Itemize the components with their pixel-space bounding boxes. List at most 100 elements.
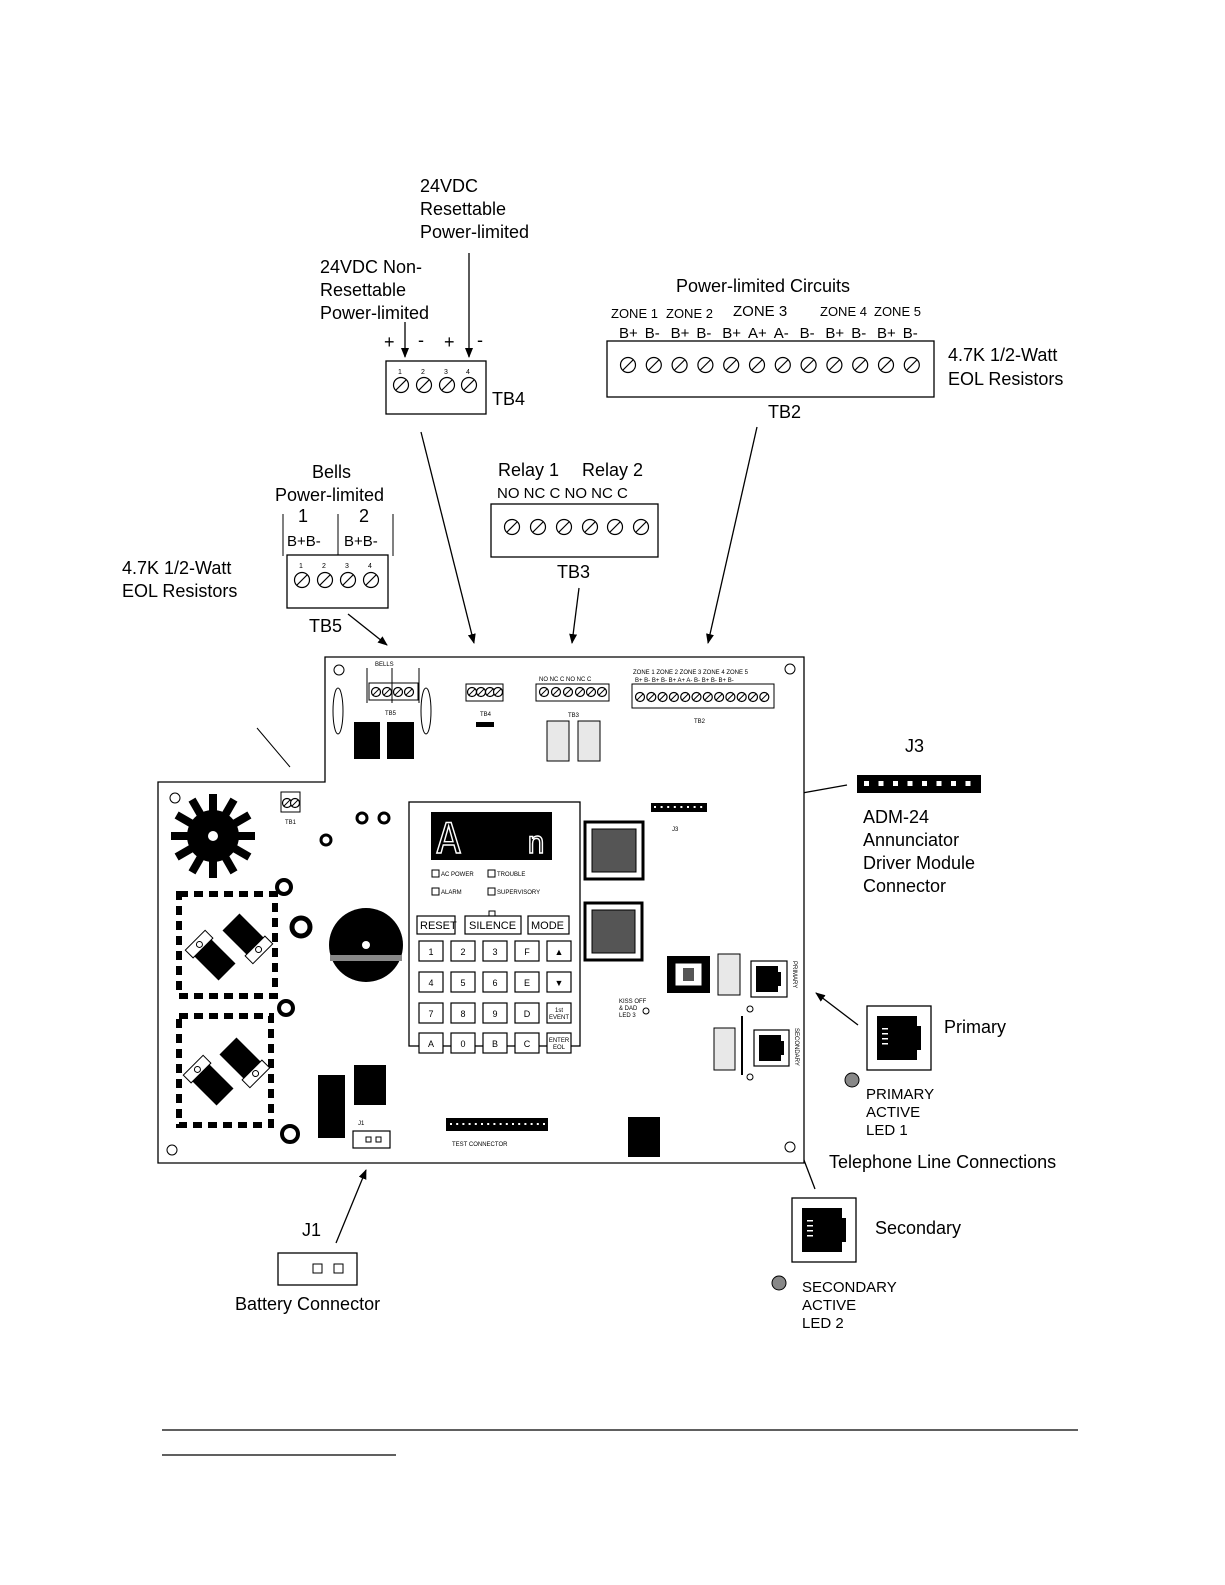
tb4-screw-3[interactable] [438,376,456,394]
tb3-pointer-arrow [569,587,580,644]
board-j3-pin [700,806,703,808]
test-connector[interactable] [446,1118,548,1131]
eol-right-line1: 4.7K 1/2-Watt [948,345,1057,365]
tb3-screw-6[interactable] [632,518,650,536]
tb2-screw[interactable] [748,356,766,374]
tb2-screw[interactable] [877,356,895,374]
tb4-num-3: 3 [444,369,448,376]
tb2-terminal-label: B- [903,325,918,342]
keypad-key[interactable]: C [514,1032,540,1054]
heatsink-fin [209,794,217,814]
primary-pointer-arrow [815,992,859,1026]
tb2-screw[interactable] [800,356,817,374]
j3-callout: J3 ADM-24 Annunciator Driver Module Conn… [723,736,981,896]
keypad-key-label: ▲ [555,947,564,957]
nonresettable-label-line2: Resettable [320,280,406,300]
keypad-key[interactable]: 5 [450,971,476,993]
board-kissoff-led [642,1007,650,1015]
display-left-char: A [436,814,461,863]
board-tb2-screw [747,691,759,703]
board-primary-label: PRIMARY [791,961,797,988]
tb2-screw[interactable] [645,356,662,374]
tb4-screw-1[interactable] [392,376,410,394]
tb2-screw[interactable] [723,356,740,374]
tb3-screw-1[interactable] [503,518,521,536]
tb2-screw[interactable] [826,356,843,374]
board-j3-connector[interactable] [651,803,707,812]
adm-line1: ADM-24 [863,807,929,827]
keypad-key[interactable]: 8 [450,1002,476,1024]
keypad-key-label: B [492,1039,498,1049]
tb5-num-4: 4 [368,563,372,570]
tb2-screw[interactable] [852,356,869,374]
tb2-terminal-label: B+ [619,325,638,342]
eol-left-line1: 4.7K 1/2-Watt [122,558,231,578]
alarm-label: ALARM [441,890,462,896]
tb4-num-1: 1 [398,369,402,376]
j3-pin [864,781,869,786]
board-j1-label: J1 [358,1121,365,1127]
j3-pin [936,781,942,786]
tb3-screw-2[interactable] [529,518,547,536]
keypad-key[interactable]: E [514,971,540,993]
keypad-key[interactable]: ▼ [546,971,572,993]
relay-1-component [546,720,570,762]
tb5-screw-4[interactable] [362,571,380,589]
silence-button[interactable]: SILENCE [464,915,522,935]
j3-pin [965,781,971,786]
tb5-callout: Bells Power-limited 1 2 B+B- B+B- 1 2 3 … [122,462,394,646]
test-pin [493,1123,496,1125]
board-post [275,878,293,896]
board-j3-pin [680,806,683,808]
keypad-key[interactable]: 2 [450,940,476,962]
relay-terminal-labels: NO NC C NO NC C [497,485,628,502]
alarm-led [431,887,440,896]
eol-right-line2: EOL Resistors [948,369,1063,389]
tb3-screw-3[interactable] [555,518,573,536]
tb3-screw-4[interactable] [581,518,599,536]
keypad-key[interactable]: 3 [482,940,508,962]
keypad-key[interactable]: 6 [482,971,508,993]
adm-line2: Annunciator [863,830,959,850]
tb2-screw[interactable] [671,356,688,374]
tb2-screw[interactable] [697,356,714,374]
tb5-screw-3[interactable] [339,571,357,589]
relay-block [354,722,380,759]
tb3-screw-5[interactable] [606,518,624,536]
zone-1-label: ZONE 1 [611,306,658,321]
mode-button[interactable]: MODE [527,915,570,935]
tb2-screw[interactable] [903,356,920,374]
keypad-key[interactable]: 4 [418,971,444,993]
tb4-screw-4[interactable] [460,376,478,394]
mount-hole [169,792,181,804]
keypad-key[interactable]: 7 [418,1002,444,1024]
bells-terms-1: B+B- [287,533,321,550]
keypad-key-label: ENTER [549,1038,570,1044]
j1-pointer-arrow [335,1169,367,1244]
keypad-key[interactable]: A [418,1032,444,1054]
tb4-screw-2[interactable] [415,376,433,394]
tb2-screw[interactable] [619,356,637,374]
bells-terms-2: B+B- [344,533,378,550]
keypad-key[interactable]: B [482,1032,508,1054]
reset-button[interactable]: RESET [416,915,457,935]
adm-line3: Driver Module [863,853,975,873]
keypad-key[interactable]: F [514,940,540,962]
tb5-screw-1[interactable] [293,571,311,589]
keypad-key-label: 8 [460,1009,465,1019]
resettable-label-line3: Power-limited [420,222,529,242]
keypad-key[interactable]: 9 [482,1002,508,1024]
tb2-screw[interactable] [774,356,791,374]
keypad-key[interactable]: 1 [418,940,444,962]
keypad-key[interactable]: D [514,1002,540,1024]
relay-block [387,722,414,759]
transistor-group-outline [176,1013,274,1128]
board-tb2-screw [691,691,702,703]
tb5-screw-2[interactable] [316,571,334,589]
test-connector-label: TEST CONNECTOR [452,1142,508,1148]
keypad-key[interactable]: 0 [450,1032,476,1054]
kissoff-line2: & DAD [619,1006,638,1012]
keypad-key[interactable]: ▲ [546,940,572,962]
